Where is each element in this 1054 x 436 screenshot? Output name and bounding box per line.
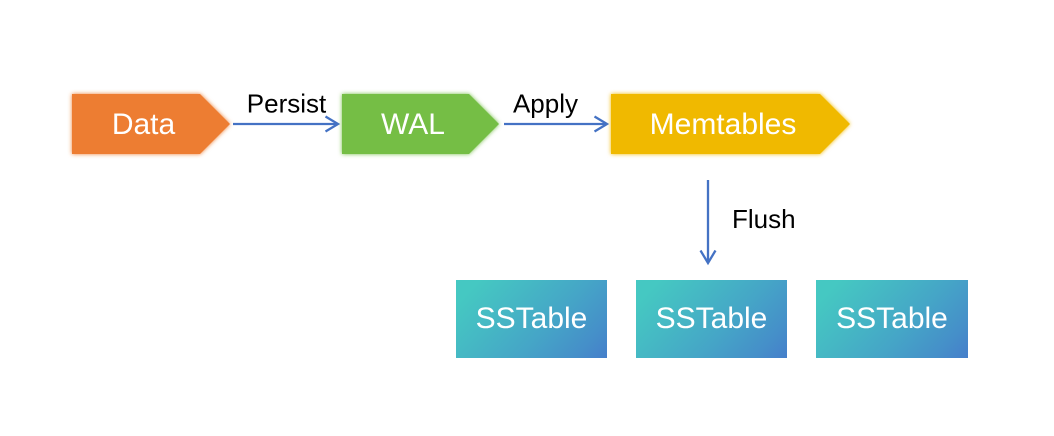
flush-arrowhead-icon	[699, 249, 717, 266]
apply-edge-label: Apply	[513, 89, 578, 119]
memtables-node-label: Memtables	[650, 108, 797, 141]
persist-edge-label: Persist	[247, 89, 327, 119]
sstable-node-shape	[636, 280, 787, 358]
sstable-node-shape	[816, 280, 968, 358]
sstable-node-label: SSTable	[656, 302, 768, 335]
data-node-shape	[72, 94, 230, 154]
sstable-node-label: SSTable	[836, 302, 948, 335]
wal-node-shape	[342, 94, 499, 154]
flush-edge-label: Flush	[732, 204, 796, 234]
sstable-node-shape	[456, 280, 607, 358]
wal-node-label: WAL	[381, 108, 445, 141]
memtables-node-shape	[611, 94, 850, 154]
sstable-node-label: SSTable	[476, 302, 588, 335]
apply-arrowhead-icon	[593, 115, 610, 133]
data-node-label: Data	[112, 108, 176, 141]
persist-arrowhead-icon	[324, 115, 341, 133]
